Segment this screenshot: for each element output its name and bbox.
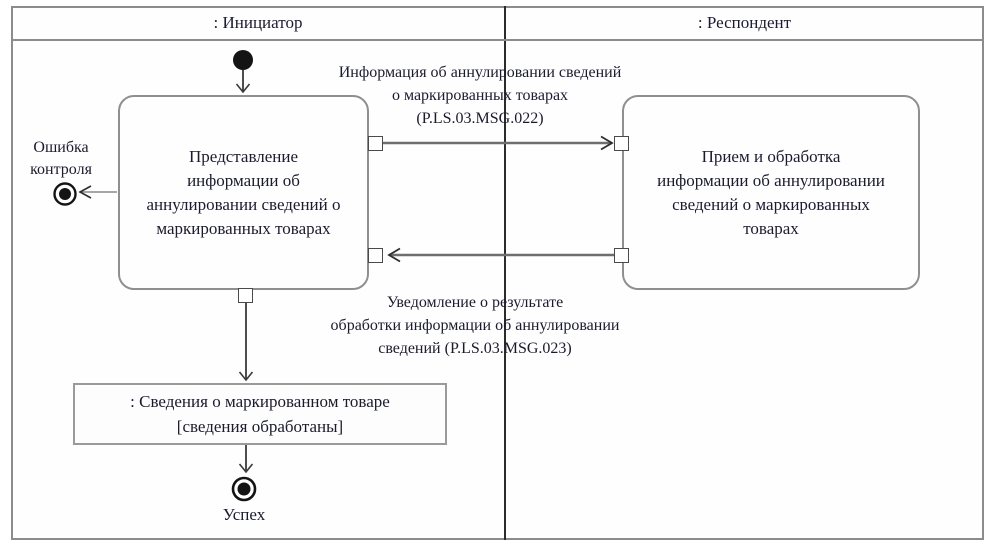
message-request-label: Информация об аннулировании сведений о м… bbox=[338, 64, 622, 127]
activity-initiator: Представление информации об аннулировани… bbox=[118, 95, 369, 290]
pin-object-flow-source bbox=[238, 288, 253, 303]
pin-request-source bbox=[368, 136, 383, 151]
arrow-initial-to-activity bbox=[235, 70, 251, 94]
lane-header-initiator: : Инициатор bbox=[11, 7, 505, 39]
error-final-label: Ошибка контроля bbox=[30, 139, 92, 178]
arrow-request-message bbox=[383, 135, 614, 151]
object-node: : Сведения о маркированном товаре [сведе… bbox=[73, 383, 447, 445]
arrow-response-message bbox=[387, 247, 614, 263]
activity-initiator-label: Представление информации об аннулировани… bbox=[146, 146, 341, 238]
success-final-label: Успех bbox=[222, 505, 266, 524]
activity-respondent: Прием и обработка информации об аннулиро… bbox=[622, 95, 920, 290]
error-final-node-icon bbox=[53, 182, 77, 206]
lane-header-respondent: : Респондент bbox=[505, 7, 984, 39]
pin-request-target bbox=[614, 136, 629, 151]
header-separator bbox=[11, 39, 984, 41]
arrow-activity-to-object bbox=[238, 303, 254, 382]
arrow-object-to-success bbox=[238, 445, 254, 474]
lane-header-respondent-label: : Респондент bbox=[697, 13, 792, 32]
message-response-label: Уведомление о результате обработки инфор… bbox=[330, 294, 620, 357]
initial-node-icon bbox=[233, 50, 253, 70]
pin-response-target bbox=[368, 248, 383, 263]
lane-divider bbox=[504, 6, 506, 540]
pin-response-source bbox=[614, 248, 629, 263]
activity-respondent-label: Прием и обработка информации об аннулиро… bbox=[657, 146, 885, 238]
arrow-error-transition bbox=[78, 185, 117, 199]
success-final-node-icon bbox=[231, 476, 257, 502]
object-node-label: : Сведения о маркированном товаре [сведе… bbox=[130, 392, 390, 436]
lane-header-initiator-label: : Инициатор bbox=[213, 13, 303, 32]
